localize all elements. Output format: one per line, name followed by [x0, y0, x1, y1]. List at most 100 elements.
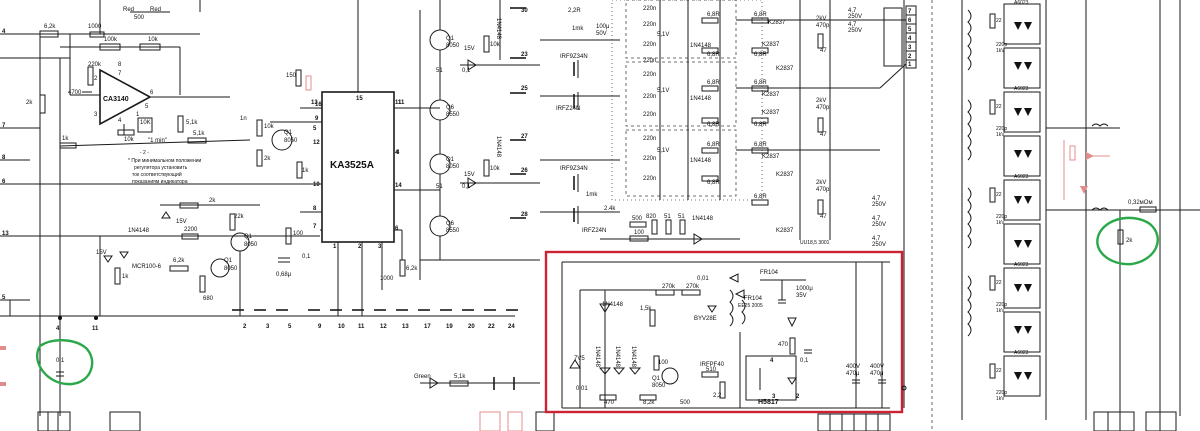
r-10k-b-label: 10k	[124, 137, 135, 143]
svg-text:15V: 15V	[464, 172, 475, 178]
svg-text:7: 7	[313, 224, 317, 230]
c-250v-b-label: 250V	[848, 28, 862, 34]
svg-text:12: 12	[380, 324, 387, 330]
svg-text:4: 4	[396, 150, 400, 156]
svg-text:Q1: Q1	[446, 36, 455, 42]
c-4u7-e-label: 4,7	[872, 236, 881, 242]
svg-text:470p: 470p	[816, 105, 830, 111]
svg-text:A6023: A6023	[1014, 262, 1029, 268]
svg-text:47: 47	[820, 132, 827, 138]
opamp-pin-4: 4	[118, 118, 122, 124]
r-5k1-a	[177, 115, 184, 133]
svg-text:220p: 220p	[996, 302, 1007, 308]
svg-text:470: 470	[778, 342, 789, 348]
pin-6-label: 6	[2, 179, 6, 185]
svg-text:6: 6	[908, 18, 912, 24]
svg-text:470p: 470p	[816, 187, 830, 193]
svg-text:47: 47	[820, 214, 827, 220]
opamp-pin-6: 6	[150, 90, 154, 96]
r-22k	[229, 213, 236, 231]
svg-text:Q1: Q1	[446, 157, 455, 163]
svg-text:A6023: A6023	[1014, 174, 1029, 180]
svg-text:6,8R: 6,8R	[707, 142, 720, 148]
scr-label: MCR100-6	[132, 264, 162, 270]
svg-text:1: 1	[908, 62, 912, 68]
note-line-4: показаниям индикатора	[132, 179, 188, 185]
svg-text:6,8R: 6,8R	[754, 12, 767, 18]
r-6k2-c-label: 6,2k	[406, 266, 418, 272]
r-10k-c-label: 10k	[264, 124, 275, 130]
pin-8-label: 8	[2, 155, 6, 161]
svg-text:5: 5	[288, 324, 292, 330]
output-transformer-coils	[967, 9, 972, 337]
r-1mk-b-label: 1mk	[586, 192, 598, 198]
resistor-1000-label: 1000	[88, 24, 102, 30]
scr-mcr100	[119, 251, 129, 259]
svg-text:K2837: K2837	[762, 42, 780, 48]
led-green-label: Green	[414, 374, 431, 380]
shunt-label: 0,32мОм	[1128, 200, 1153, 206]
svg-text:3: 3	[908, 45, 912, 51]
r-680	[199, 275, 206, 293]
transformer-uu-label: UU18,5 3001	[800, 240, 830, 246]
svg-text:BYV28E: BYV28E	[694, 316, 717, 322]
r-10k-c	[256, 119, 263, 137]
svg-text:10k: 10k	[490, 166, 501, 172]
c-0-1-label: 0,1	[56, 358, 65, 364]
svg-text:220n: 220n	[643, 94, 656, 100]
svg-text:1N4148: 1N4148	[594, 346, 600, 368]
svg-text:1kV: 1kV	[996, 220, 1005, 226]
svg-text:8050: 8050	[446, 164, 460, 170]
r-51c-label: 51	[664, 214, 671, 220]
svg-text:6,8R: 6,8R	[707, 80, 720, 86]
svg-text:6,8R: 6,8R	[754, 142, 767, 148]
svg-text:10k: 10k	[490, 42, 501, 48]
svg-text:22: 22	[996, 192, 1002, 198]
svg-text:11: 11	[398, 100, 405, 106]
svg-text:220p: 220p	[996, 214, 1007, 220]
note-line-3: ток соответствующий	[132, 171, 182, 178]
section-1-labels: 220n 220n 5,1V 220n 220n 1N4148 6,8R 6,8…	[643, 6, 830, 72]
driver-node-labels: 30 23 25 27 26 28 4 11	[396, 8, 528, 218]
mosfet-4-label: IRFZ24N	[582, 228, 606, 234]
annotation-circle-right	[1096, 216, 1159, 266]
svg-text:K2837: K2837	[776, 66, 794, 72]
svg-text:0,01: 0,01	[576, 386, 588, 392]
r-2k	[39, 94, 46, 114]
svg-text:8550: 8550	[446, 228, 460, 234]
r-51c	[665, 219, 672, 235]
svg-text:Q1: Q1	[652, 376, 661, 382]
svg-text:5: 5	[313, 126, 317, 132]
svg-text:2kV: 2kV	[816, 180, 826, 186]
svg-text:15: 15	[356, 96, 363, 102]
svg-text:1,5k: 1,5k	[640, 306, 652, 312]
svg-text:FR104: FR104	[744, 296, 763, 302]
r-2k-b	[256, 149, 263, 167]
svg-text:12: 12	[313, 140, 320, 146]
pot-10k	[137, 117, 153, 133]
c-100u-label: 100μ	[596, 24, 610, 30]
opamp-pin-7: 7	[118, 71, 122, 77]
svg-text:2,2: 2,2	[713, 393, 722, 399]
c-500-label: 500	[134, 15, 145, 21]
r-2k-d-label: 2k	[209, 198, 216, 204]
c-4u7-c-label: 4,7	[872, 196, 881, 202]
svg-text:270k: 270k	[662, 284, 676, 290]
svg-text:220p: 220p	[996, 390, 1007, 396]
node-4-bottom: 4	[56, 326, 60, 332]
svg-text:26: 26	[521, 168, 528, 174]
svg-text:14: 14	[395, 183, 402, 189]
svg-text:2kV: 2kV	[816, 98, 826, 104]
c-1n-label: 1n	[240, 116, 247, 122]
svg-text:470: 470	[604, 400, 615, 406]
svg-text:K2837: K2837	[768, 20, 786, 26]
r-51d	[679, 219, 686, 235]
svg-text:6,8R: 6,8R	[707, 12, 720, 18]
svg-text:1N4148: 1N4148	[690, 96, 712, 102]
section-3-labels: 220n 5,1V 220n 220n 1N4148 6,8R 6,8R 6,8…	[643, 136, 830, 234]
svg-text:22: 22	[996, 104, 1002, 110]
svg-text:8050: 8050	[652, 383, 666, 389]
zener-15v-b	[103, 255, 113, 263]
r-100-label: 100	[293, 231, 304, 237]
driver-rail-segments	[510, 7, 620, 219]
